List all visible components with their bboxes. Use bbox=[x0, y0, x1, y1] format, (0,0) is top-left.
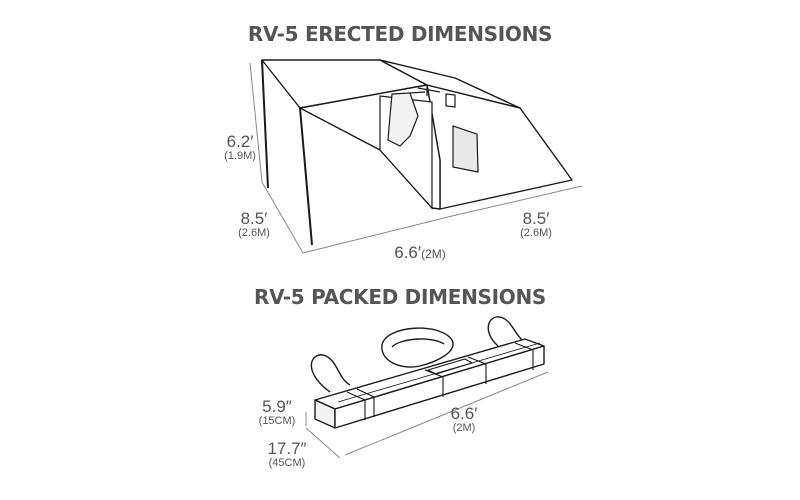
packed-length-label: 6.6′ (2M) bbox=[442, 405, 486, 434]
packed-height-value: 5.9″ bbox=[262, 397, 292, 416]
bag-strap-2 bbox=[356, 388, 375, 417]
roof-seam bbox=[417, 87, 441, 93]
erected-width-label: 6.6′(2M) bbox=[380, 244, 460, 263]
erected-depth-left-value: 8.5′ bbox=[240, 209, 268, 228]
width-dimension-line bbox=[302, 215, 453, 254]
awning-pole-front bbox=[299, 107, 313, 246]
bag-strap-4 bbox=[467, 356, 487, 384]
erected-width-metric: (2M) bbox=[421, 247, 446, 261]
packed-title: RV-5 PACKED DIMENSIONS bbox=[253, 285, 547, 309]
door-tieback bbox=[409, 91, 426, 94]
awning-pole-rear bbox=[261, 59, 269, 189]
tent-details bbox=[261, 59, 479, 246]
bag-handle-center bbox=[381, 327, 454, 368]
vent-window bbox=[445, 93, 456, 108]
erected-height-label: 6.2′ (1.9M) bbox=[214, 133, 266, 162]
erected-depth-left-label: 8.5′ (2.6M) bbox=[228, 210, 280, 239]
rainfly-top bbox=[379, 59, 521, 109]
bag-strap-1 bbox=[346, 391, 366, 420]
bag-handle-center-inner bbox=[391, 338, 445, 348]
bag-zipper bbox=[337, 342, 541, 403]
erected-depth-left-metric: (2.6M) bbox=[238, 226, 270, 239]
depth-left-dimension-line bbox=[261, 181, 304, 254]
packed-depth-metric: (45CM) bbox=[268, 456, 306, 469]
erected-depth-right-label: 8.5′ (2.6M) bbox=[510, 210, 562, 239]
bag-handle-right bbox=[487, 316, 531, 347]
packed-height-label: 5.9″ (15CM) bbox=[252, 398, 302, 427]
erected-width-value: 6.6′ bbox=[394, 243, 422, 262]
tent-body bbox=[261, 59, 573, 210]
depth-right-dimension-line bbox=[451, 185, 583, 217]
bag-strap-3 bbox=[424, 369, 444, 397]
bag-front bbox=[334, 345, 545, 429]
packed-depth-value: 17.7″ bbox=[267, 439, 307, 458]
bag-body bbox=[310, 316, 545, 429]
side-window bbox=[452, 125, 479, 173]
packed-depth-line bbox=[305, 427, 341, 459]
erected-dimension-lines bbox=[249, 62, 583, 254]
bag-handle-left bbox=[310, 354, 351, 393]
bag-straps bbox=[337, 342, 541, 420]
packed-height-metric: (15CM) bbox=[258, 414, 296, 427]
door-flap bbox=[387, 92, 419, 147]
erected-title: RV-5 ERECTED DIMENSIONS bbox=[247, 22, 553, 46]
bag-strap-5 bbox=[514, 342, 534, 370]
packed-length-line bbox=[344, 371, 549, 456]
packed-length-value: 6.6′ bbox=[450, 404, 478, 423]
packed-length-metric: (2M) bbox=[452, 421, 476, 434]
erected-depth-right-metric: (2.6M) bbox=[520, 226, 552, 239]
packed-depth-label: 17.7″ (45CM) bbox=[260, 440, 314, 469]
packed-dimension-lines bbox=[305, 371, 549, 459]
erected-height-metric: (1.9M) bbox=[224, 149, 256, 162]
erected-height-value: 6.2′ bbox=[226, 132, 254, 151]
erected-depth-right-value: 8.5′ bbox=[522, 209, 550, 228]
height-dimension-line bbox=[249, 62, 263, 183]
